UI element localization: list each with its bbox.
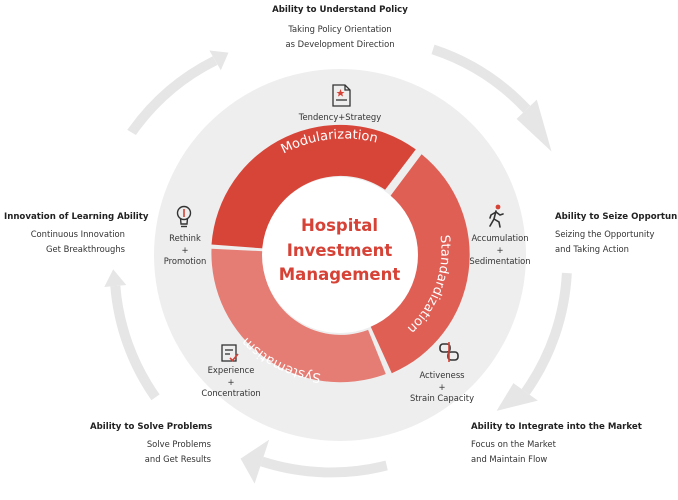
- center-title: Hospital Investment Management: [268, 214, 411, 288]
- ability-description: Continuous Innovation: [30, 229, 125, 239]
- ability-description: Solve Problems: [146, 439, 211, 449]
- ability-description: and Taking Action: [555, 244, 629, 254]
- cycle-arrow-head: [240, 439, 270, 484]
- ring-item-label: Accumulation: [471, 233, 529, 243]
- ability-description: as Development Direction: [285, 39, 395, 49]
- ability-description: and Get Results: [144, 454, 211, 464]
- ability-integrate-market: Ability to Integrate into the Market Foc…: [471, 420, 642, 467]
- ring-item-accumulation: Accumulation + Sedimentation: [460, 233, 540, 268]
- ring-item-label: Tendency+Strategy: [298, 112, 382, 122]
- ring-item-label: Strain Capacity: [409, 393, 475, 403]
- ring-segment-standardization: [370, 154, 470, 374]
- ability-title: Ability to Understand Policy: [272, 5, 408, 15]
- ring-segment-modularization: [211, 124, 416, 249]
- cycle-arrow: [260, 456, 388, 478]
- ring-item-label: Activeness: [419, 370, 465, 380]
- outer-cycle-arrows: [104, 44, 572, 484]
- checklist-icon: [221, 344, 239, 362]
- ring-item-label: Rethink: [169, 233, 201, 243]
- ability-description: Get Breakthroughs: [46, 244, 125, 254]
- ring-item-label: +: [438, 381, 446, 392]
- ability-description: Seizing the Opportunity: [555, 229, 655, 239]
- ring-item-label: +: [181, 244, 189, 255]
- ability-description: Focus on the Market: [471, 439, 556, 449]
- cycle-arrow-head: [496, 383, 538, 411]
- ring-item-rethink: Rethink + Promotion: [150, 233, 220, 268]
- center-title-line: Management: [278, 265, 401, 284]
- ring-item-label: Sedimentation: [469, 256, 531, 266]
- cycle-arrow: [431, 44, 531, 113]
- cycle-arrow-head: [516, 99, 552, 152]
- ability-understand-policy: Ability to Understand Policy Taking Poli…: [260, 3, 420, 52]
- ring-item-activeness: Activeness + Strain Capacity: [402, 370, 482, 405]
- cycle-arrow: [127, 56, 218, 135]
- ability-title: Ability to Seize Opportunities: [555, 212, 678, 222]
- center-title-line: Investment: [286, 240, 393, 260]
- center-title-line: Hospital: [300, 216, 379, 235]
- ability-description: Taking Policy Orientation: [288, 24, 392, 34]
- ring-item-tendency-strategy: Tendency+Strategy: [290, 112, 390, 124]
- ring-item-label: Experience: [207, 365, 255, 375]
- document-star-icon: [332, 84, 351, 107]
- ring-segment-systematism: [211, 248, 386, 383]
- ability-title: Ability to Integrate into the Market: [471, 422, 642, 432]
- cycle-arrow-head: [104, 269, 127, 287]
- ring-item-label: Concentration: [201, 388, 261, 398]
- ability-innovation-learning: Innovation of Learning Ability Continuou…: [4, 210, 149, 257]
- ring-inner-disc: [262, 177, 418, 333]
- cycle-arrow: [521, 272, 572, 395]
- ring-item-label: +: [227, 376, 235, 387]
- link-knot-icon: [439, 342, 459, 362]
- lightbulb-icon: [176, 205, 192, 228]
- walking-person-icon: [489, 204, 504, 228]
- ability-title: Ability to Solve Problems: [90, 422, 213, 432]
- ability-seize-opportunities: Ability to Seize Opportunities Seizing t…: [555, 210, 678, 257]
- ability-solve-problems: Ability to Solve Problems Solve Problems…: [90, 420, 213, 467]
- ring-item-label: +: [496, 244, 504, 255]
- cycle-arrow-head: [209, 50, 229, 71]
- ring-item-label: Promotion: [163, 256, 207, 266]
- cycle-arrow: [110, 285, 160, 401]
- ability-title: Innovation of Learning Ability: [4, 212, 149, 222]
- ability-description: and Maintain Flow: [471, 454, 548, 464]
- ring-item-experience: Experience + Concentration: [191, 365, 271, 400]
